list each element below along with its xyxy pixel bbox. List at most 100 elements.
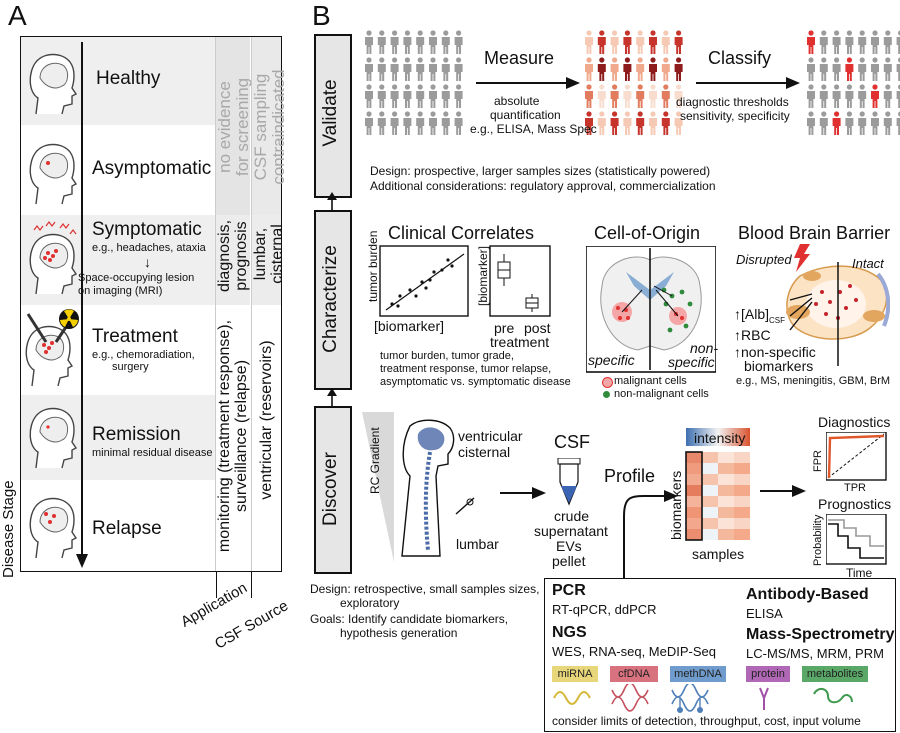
person-icon — [819, 37, 828, 54]
application-col-mid — [216, 215, 250, 305]
person-icon — [610, 118, 619, 135]
person-icon — [416, 64, 425, 81]
person-icon — [807, 37, 815, 54]
person-icon — [896, 64, 900, 81]
person-icon — [403, 37, 412, 54]
rc-gradient — [362, 412, 394, 562]
bbb-diagram — [786, 262, 890, 366]
time-label: Time — [846, 566, 873, 580]
heatmap-cell — [718, 507, 734, 518]
box-xlabel: treatment — [490, 334, 550, 350]
person-icon — [807, 118, 815, 135]
person-icon — [429, 91, 437, 108]
heatmap-cell — [734, 529, 750, 540]
person-icon — [858, 118, 867, 135]
panel-a-letter: A — [8, 0, 27, 31]
box-ylabel: [biomarker] — [476, 245, 490, 306]
symptomatic-down-arrow: ↓ — [144, 254, 151, 270]
disease-stage-label: Disease Stage — [0, 480, 17, 578]
person-icon — [674, 91, 683, 108]
samples-label: samples — [692, 546, 745, 562]
heatmap-cell — [718, 463, 734, 474]
person-icon — [649, 118, 657, 135]
person-icon — [661, 64, 670, 81]
discover-design2: exploratory — [340, 596, 400, 610]
stage-treatment: Treatment — [92, 326, 178, 347]
person-icon — [834, 111, 840, 117]
stage-symptomatic: Symptomatic — [92, 219, 202, 240]
person-icon — [430, 111, 436, 117]
tag-cfdna: cfDNA — [610, 666, 658, 682]
person-icon — [390, 91, 399, 108]
person-icon — [441, 91, 450, 108]
person-icon — [441, 64, 450, 81]
person-icon — [417, 111, 423, 117]
application-col-top — [216, 37, 250, 215]
person-icon — [871, 64, 879, 81]
heatmap-cell — [702, 463, 718, 474]
person-icon — [403, 118, 412, 135]
person-icon — [429, 118, 437, 135]
bbb-rbc: ↑RBC — [734, 327, 771, 343]
person-icon — [821, 57, 827, 63]
cisternal-label: cisternal — [458, 444, 511, 460]
person-icon — [872, 84, 878, 90]
person-icon — [597, 64, 606, 81]
heatmap-cell — [702, 474, 718, 485]
person-icon — [834, 57, 840, 63]
person-icon — [585, 91, 593, 108]
person-icon — [821, 111, 827, 117]
person-icon — [859, 111, 865, 117]
person-icon — [808, 57, 814, 63]
people-grid-quantified — [585, 30, 683, 135]
person-icon — [416, 91, 425, 108]
person-icon — [846, 84, 852, 90]
heatmap-cell — [702, 529, 718, 540]
heatmap-cell — [686, 485, 702, 496]
validate-step-label: Validate — [320, 79, 341, 147]
origin-nonspecific: specific — [668, 354, 715, 370]
person-icon — [392, 57, 398, 63]
person-icon — [454, 37, 463, 54]
intensity-header — [686, 428, 750, 446]
person-icon — [365, 91, 373, 108]
person-icon — [650, 57, 656, 63]
heatmap-cell — [718, 452, 734, 463]
scatter-xlabel: [biomarker] — [374, 318, 445, 334]
person-icon — [429, 37, 437, 54]
person-icon — [610, 64, 619, 81]
person-icon — [392, 84, 398, 90]
person-icon — [443, 111, 449, 117]
person-icon — [845, 118, 854, 135]
stage-treatment-sub: e.g., chemoradiation, — [92, 349, 195, 361]
person-icon — [392, 111, 398, 117]
person-icon — [637, 111, 643, 117]
heatmap-cell — [734, 474, 750, 485]
person-icon — [585, 118, 593, 135]
person-icon — [585, 64, 593, 81]
origin-specific: specific — [588, 352, 635, 368]
person-icon — [417, 57, 423, 63]
person-icon — [379, 30, 385, 36]
person-icon — [366, 30, 372, 36]
person-icon — [612, 30, 618, 36]
col-divider-2 — [215, 37, 216, 571]
tag-protein: protein — [746, 666, 790, 682]
heatmap-cell — [734, 507, 750, 518]
person-icon — [623, 118, 632, 135]
person-icon — [871, 37, 879, 54]
person-icon — [443, 84, 449, 90]
legend-nonmalignant: non-malignant cells — [614, 388, 709, 400]
probability-label: Probability — [812, 514, 824, 566]
methods-box — [544, 578, 896, 732]
clinical-note-1: tumor burden, tumor grade, — [380, 350, 514, 362]
person-icon — [808, 30, 814, 36]
box-pre: pre — [494, 320, 515, 336]
needle-icon — [455, 497, 475, 515]
source-mid-text: lumbar,cisternal — [252, 224, 286, 284]
person-icon — [649, 91, 657, 108]
measure-label: Measure — [484, 48, 555, 68]
person-icon — [599, 57, 605, 63]
stage-symptomatic-sub2: Space-occupying lesion — [78, 272, 195, 284]
